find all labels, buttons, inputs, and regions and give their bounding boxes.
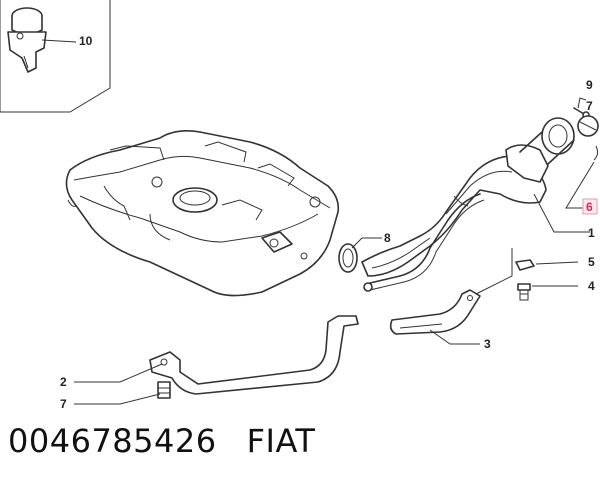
callout-10: 10: [79, 34, 93, 48]
callout-9: 9: [586, 78, 593, 92]
part-2-strap: [149, 315, 359, 399]
brand-name: FIAT: [246, 422, 316, 460]
inset-frame: [0, 0, 111, 113]
part-number: 0046785426: [8, 422, 217, 460]
part-4-bolt: [517, 283, 531, 301]
callout-labels: 10 9 7 6 1 8 5 4 3 2 7: [60, 34, 598, 411]
callout-8: 8: [384, 231, 391, 245]
callout-1: 1: [588, 226, 595, 240]
part-1-filler-pipe: [361, 117, 575, 292]
group-bracket: [475, 248, 513, 295]
part-10-valve: [7, 7, 47, 73]
callout-6: 6: [586, 200, 593, 214]
callout-6-highlight-box: [582, 198, 598, 215]
part-3-strap: [389, 289, 481, 335]
part-6-cap: [577, 115, 599, 161]
callout-7-top: 7: [586, 99, 593, 113]
callout-3: 3: [484, 337, 491, 351]
callout-5: 5: [588, 255, 595, 269]
part-5-nut: [515, 259, 535, 271]
callout-2: 2: [60, 375, 67, 389]
part-8-clamp: [338, 243, 358, 273]
fuel-tank: [65, 130, 340, 297]
callout-4: 4: [588, 279, 595, 293]
callout-7-bottom: 7: [60, 397, 67, 411]
leader-lines: [41, 39, 595, 405]
part-caption: 0046785426 FIAT: [8, 422, 345, 460]
